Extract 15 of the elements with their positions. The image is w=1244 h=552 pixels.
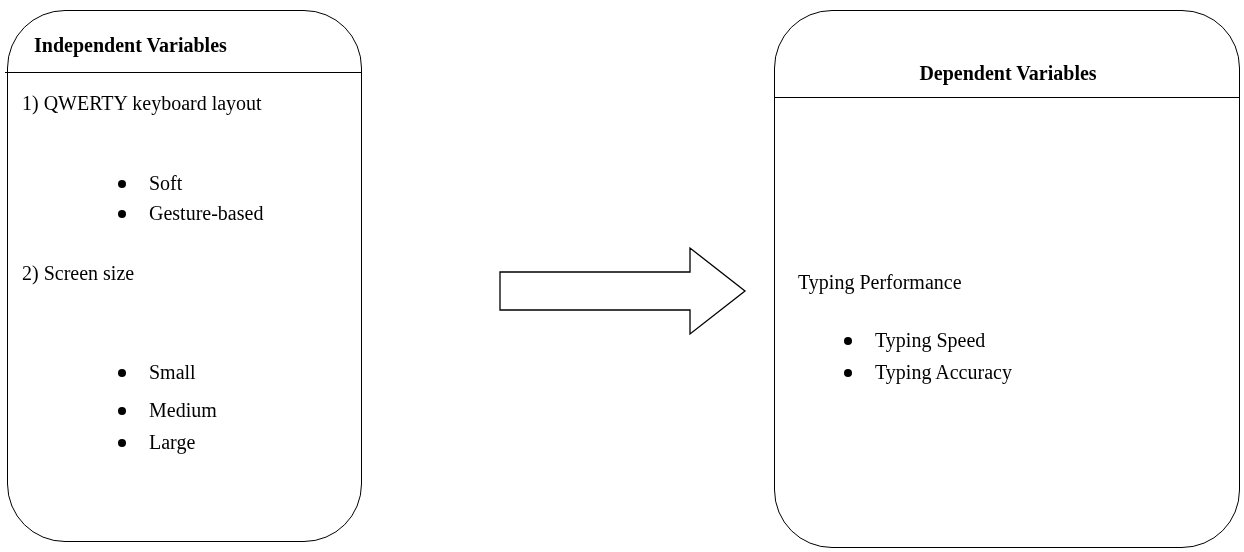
- list-item: Large: [149, 430, 197, 456]
- heading: Independent Variables: [34, 33, 228, 59]
- list-item: Gesture-based: [149, 201, 265, 226]
- body-text: 2) Screen size: [22, 261, 136, 286]
- rounded-box: [7, 10, 362, 542]
- list-item: Small: [149, 360, 197, 385]
- list-item: Medium: [149, 398, 218, 423]
- rounded-box: [774, 10, 1240, 548]
- body-text: 1) QWERTY keyboard layout: [22, 91, 262, 117]
- block-arrow: [499, 246, 747, 336]
- list-item: Typing Speed: [875, 328, 987, 354]
- list-item: Typing Accuracy: [875, 360, 1013, 386]
- list-item: Soft: [149, 171, 184, 196]
- heading: Dependent Variables: [918, 61, 1098, 87]
- body-text: Typing Performance: [798, 270, 963, 296]
